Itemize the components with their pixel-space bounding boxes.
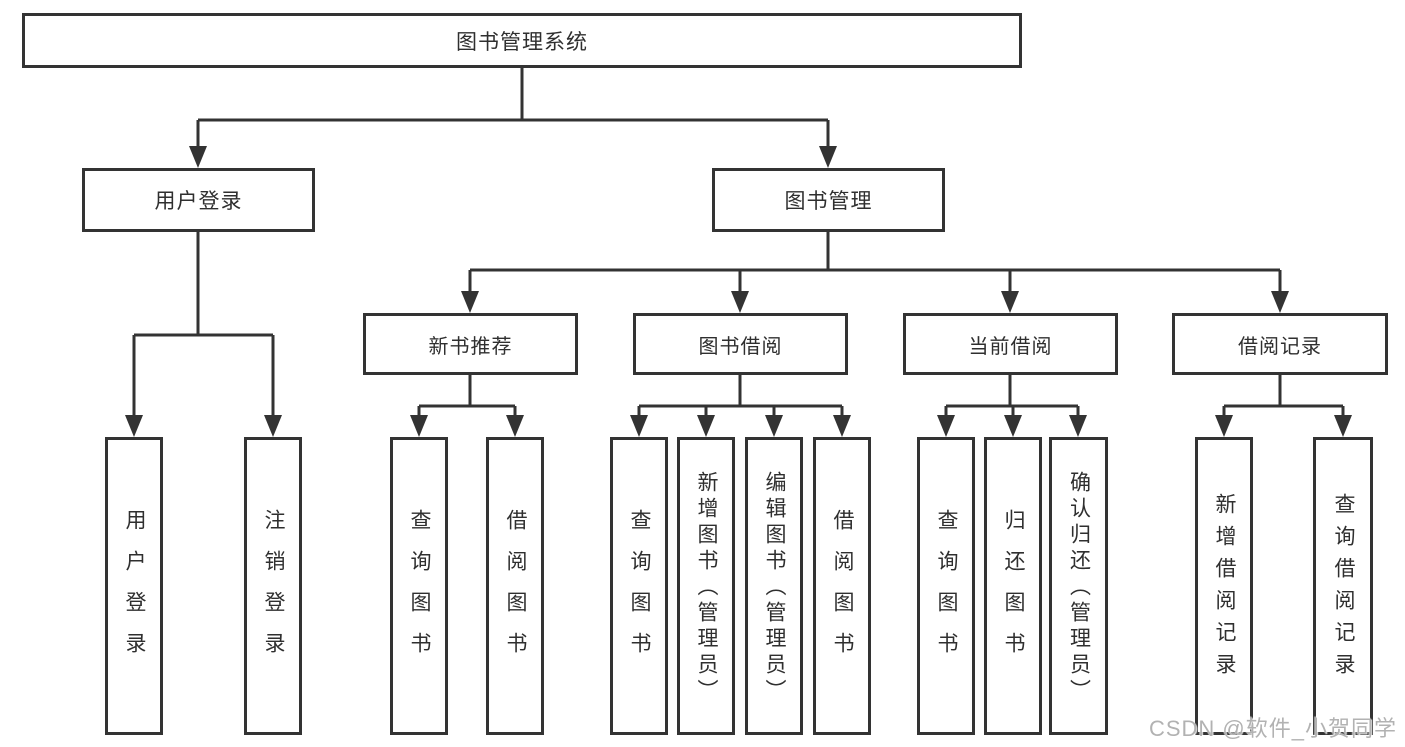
leaf-label: 确认归还（管理员） [1067,470,1091,705]
leaf-query-borrow-record: 查询借阅记录 [1313,437,1373,735]
node-label: 用户登录 [154,190,243,213]
leaf-label: 用户登录 [123,509,146,673]
leaf-label: 查询图书 [408,509,431,673]
leaf-query-books: 查询图书 [610,437,668,735]
node-label: 新书推荐 [428,335,513,358]
node-label: 图书管理 [784,190,873,213]
leaf-add-books-admin: 新增图书（管理员） [677,437,735,735]
watermark: CSDN @软件_小贺同学 [1148,716,1397,741]
node-label: 图书管理系统 [456,30,588,54]
leaf-label: 新增图书（管理员） [695,470,718,705]
leaf-label: 编辑图书（管理员） [763,470,786,705]
leaf-edit-books-admin: 编辑图书（管理员） [745,437,803,735]
leaf-label: 借阅图书 [504,509,527,673]
node-label: 图书借阅 [698,335,783,358]
leaf-query-books: 查询图书 [390,437,448,735]
node-current-borrowing: 当前借阅 [903,313,1118,375]
leaf-label: 注销登录 [262,509,285,673]
node-book-management-system: 图书管理系统 [22,13,1022,68]
leaf-label: 查询图书 [935,509,958,673]
leaf-add-borrow-record: 新增借阅记录 [1195,437,1253,735]
node-new-book-recommend: 新书推荐 [363,313,578,375]
node-label: 借阅记录 [1238,335,1322,358]
leaf-return-books: 归还图书 [984,437,1042,735]
leaf-label: 借阅图书 [831,509,854,673]
leaf-user-login: 用户登录 [105,437,163,735]
leaf-label: 归还图书 [1002,509,1025,673]
leaf-query-books: 查询图书 [917,437,975,735]
node-user-login: 用户登录 [82,168,315,232]
node-borrowing-records: 借阅记录 [1172,313,1388,375]
leaf-borrow-books: 借阅图书 [813,437,871,735]
leaf-label: 查询图书 [628,509,651,673]
node-book-management: 图书管理 [712,168,945,232]
leaf-label: 查询借阅记录 [1332,493,1355,685]
node-book-borrowing: 图书借阅 [633,313,848,375]
leaf-confirm-return-admin: 确认归还（管理员） [1049,437,1108,735]
leaf-logout: 注销登录 [244,437,302,735]
node-label: 当前借阅 [968,335,1053,358]
leaf-label: 新增借阅记录 [1213,493,1236,685]
connector-paths [132,68,1345,427]
leaf-borrow-books: 借阅图书 [486,437,544,735]
arrowheads [125,146,1352,437]
